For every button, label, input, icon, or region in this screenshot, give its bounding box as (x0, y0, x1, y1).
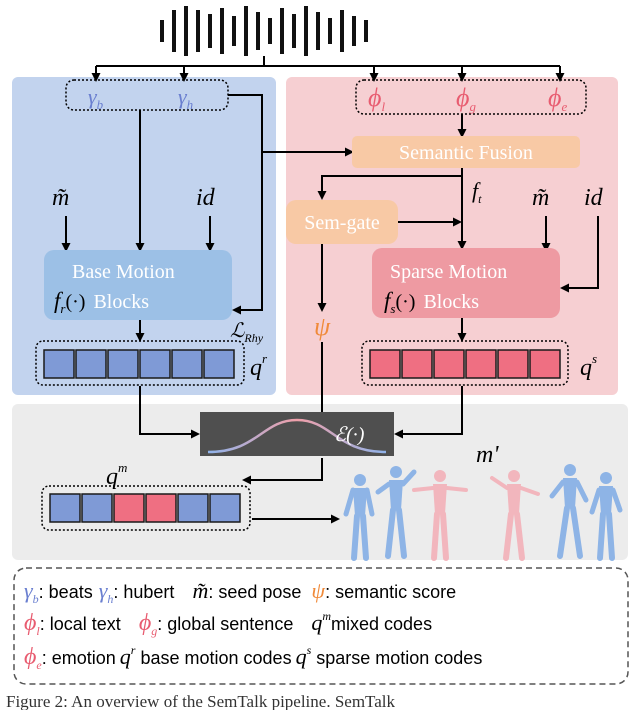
sparse-motion-function: fs(·)Blocks (384, 288, 479, 316)
q-s-symbol: qs (580, 351, 597, 381)
human-figure-icon (589, 472, 623, 561)
human-figure-icon (343, 474, 375, 561)
identity-symbol: id (196, 185, 216, 211)
sparse-motion-codes (369, 349, 561, 379)
psi-symbol: ψ (314, 312, 331, 341)
phi-g-symbol: ϕg (456, 83, 476, 114)
phi-e-symbol: ϕe (548, 83, 567, 114)
audio-waveform-icon (160, 6, 368, 56)
sparse-seed-pose-symbol: m̃ (532, 185, 549, 211)
human-figure-icon (412, 470, 468, 561)
generated-motion-figures (343, 464, 623, 561)
base-motion-function: fr(·)Blocks (54, 288, 149, 316)
audio-distribution-lines (91, 56, 565, 82)
sparse-codes-box (361, 340, 569, 386)
sem-gate-block (286, 200, 398, 244)
base-codes-box (35, 340, 245, 386)
sparse-identity-symbol: id (584, 185, 604, 211)
sem-gate-label: Sem-gate (304, 212, 380, 234)
rhythm-loss-label: ℒRhy (230, 320, 264, 345)
human-figure-icon (375, 466, 417, 559)
sparse-branch-connectors (317, 114, 599, 439)
human-figure-icon (490, 470, 540, 561)
q-r-symbol: qr (250, 351, 268, 381)
phi-l-symbol: ϕl (368, 83, 385, 114)
base-branch-panel (12, 77, 276, 395)
mixed-motion-codes (49, 493, 241, 523)
epsilon-symbol: ℰ(·) (334, 424, 365, 446)
q-m-symbol: qm (106, 460, 127, 490)
semantic-fusion-label: Semantic Fusion (399, 142, 533, 164)
f-t-symbol: ft (472, 178, 482, 206)
semantic-fusion-block (352, 136, 580, 168)
base-motion-label: Base Motion (72, 261, 175, 283)
text-features-box (355, 79, 587, 115)
human-figure-icon (549, 464, 589, 559)
sparse-motion-label: Sparse Motion (390, 261, 507, 283)
fusion-connectors (242, 458, 340, 524)
base-motion-blocks (44, 250, 232, 320)
base-motion-codes (43, 349, 235, 379)
seed-pose-symbol: m̃ (52, 185, 69, 211)
gamma-b-symbol: γb (88, 84, 104, 112)
base-branch-connectors (61, 94, 354, 439)
epsilon-curve (207, 418, 387, 454)
gamma-h-symbol: γh (178, 84, 193, 112)
m-prime-symbol: m' (476, 442, 499, 468)
sparse-motion-blocks (372, 248, 560, 318)
legend-box (13, 567, 629, 685)
figure-caption: Figure 2: An overview of the SemTalk pip… (6, 692, 396, 710)
mixed-codes-box (41, 485, 251, 531)
